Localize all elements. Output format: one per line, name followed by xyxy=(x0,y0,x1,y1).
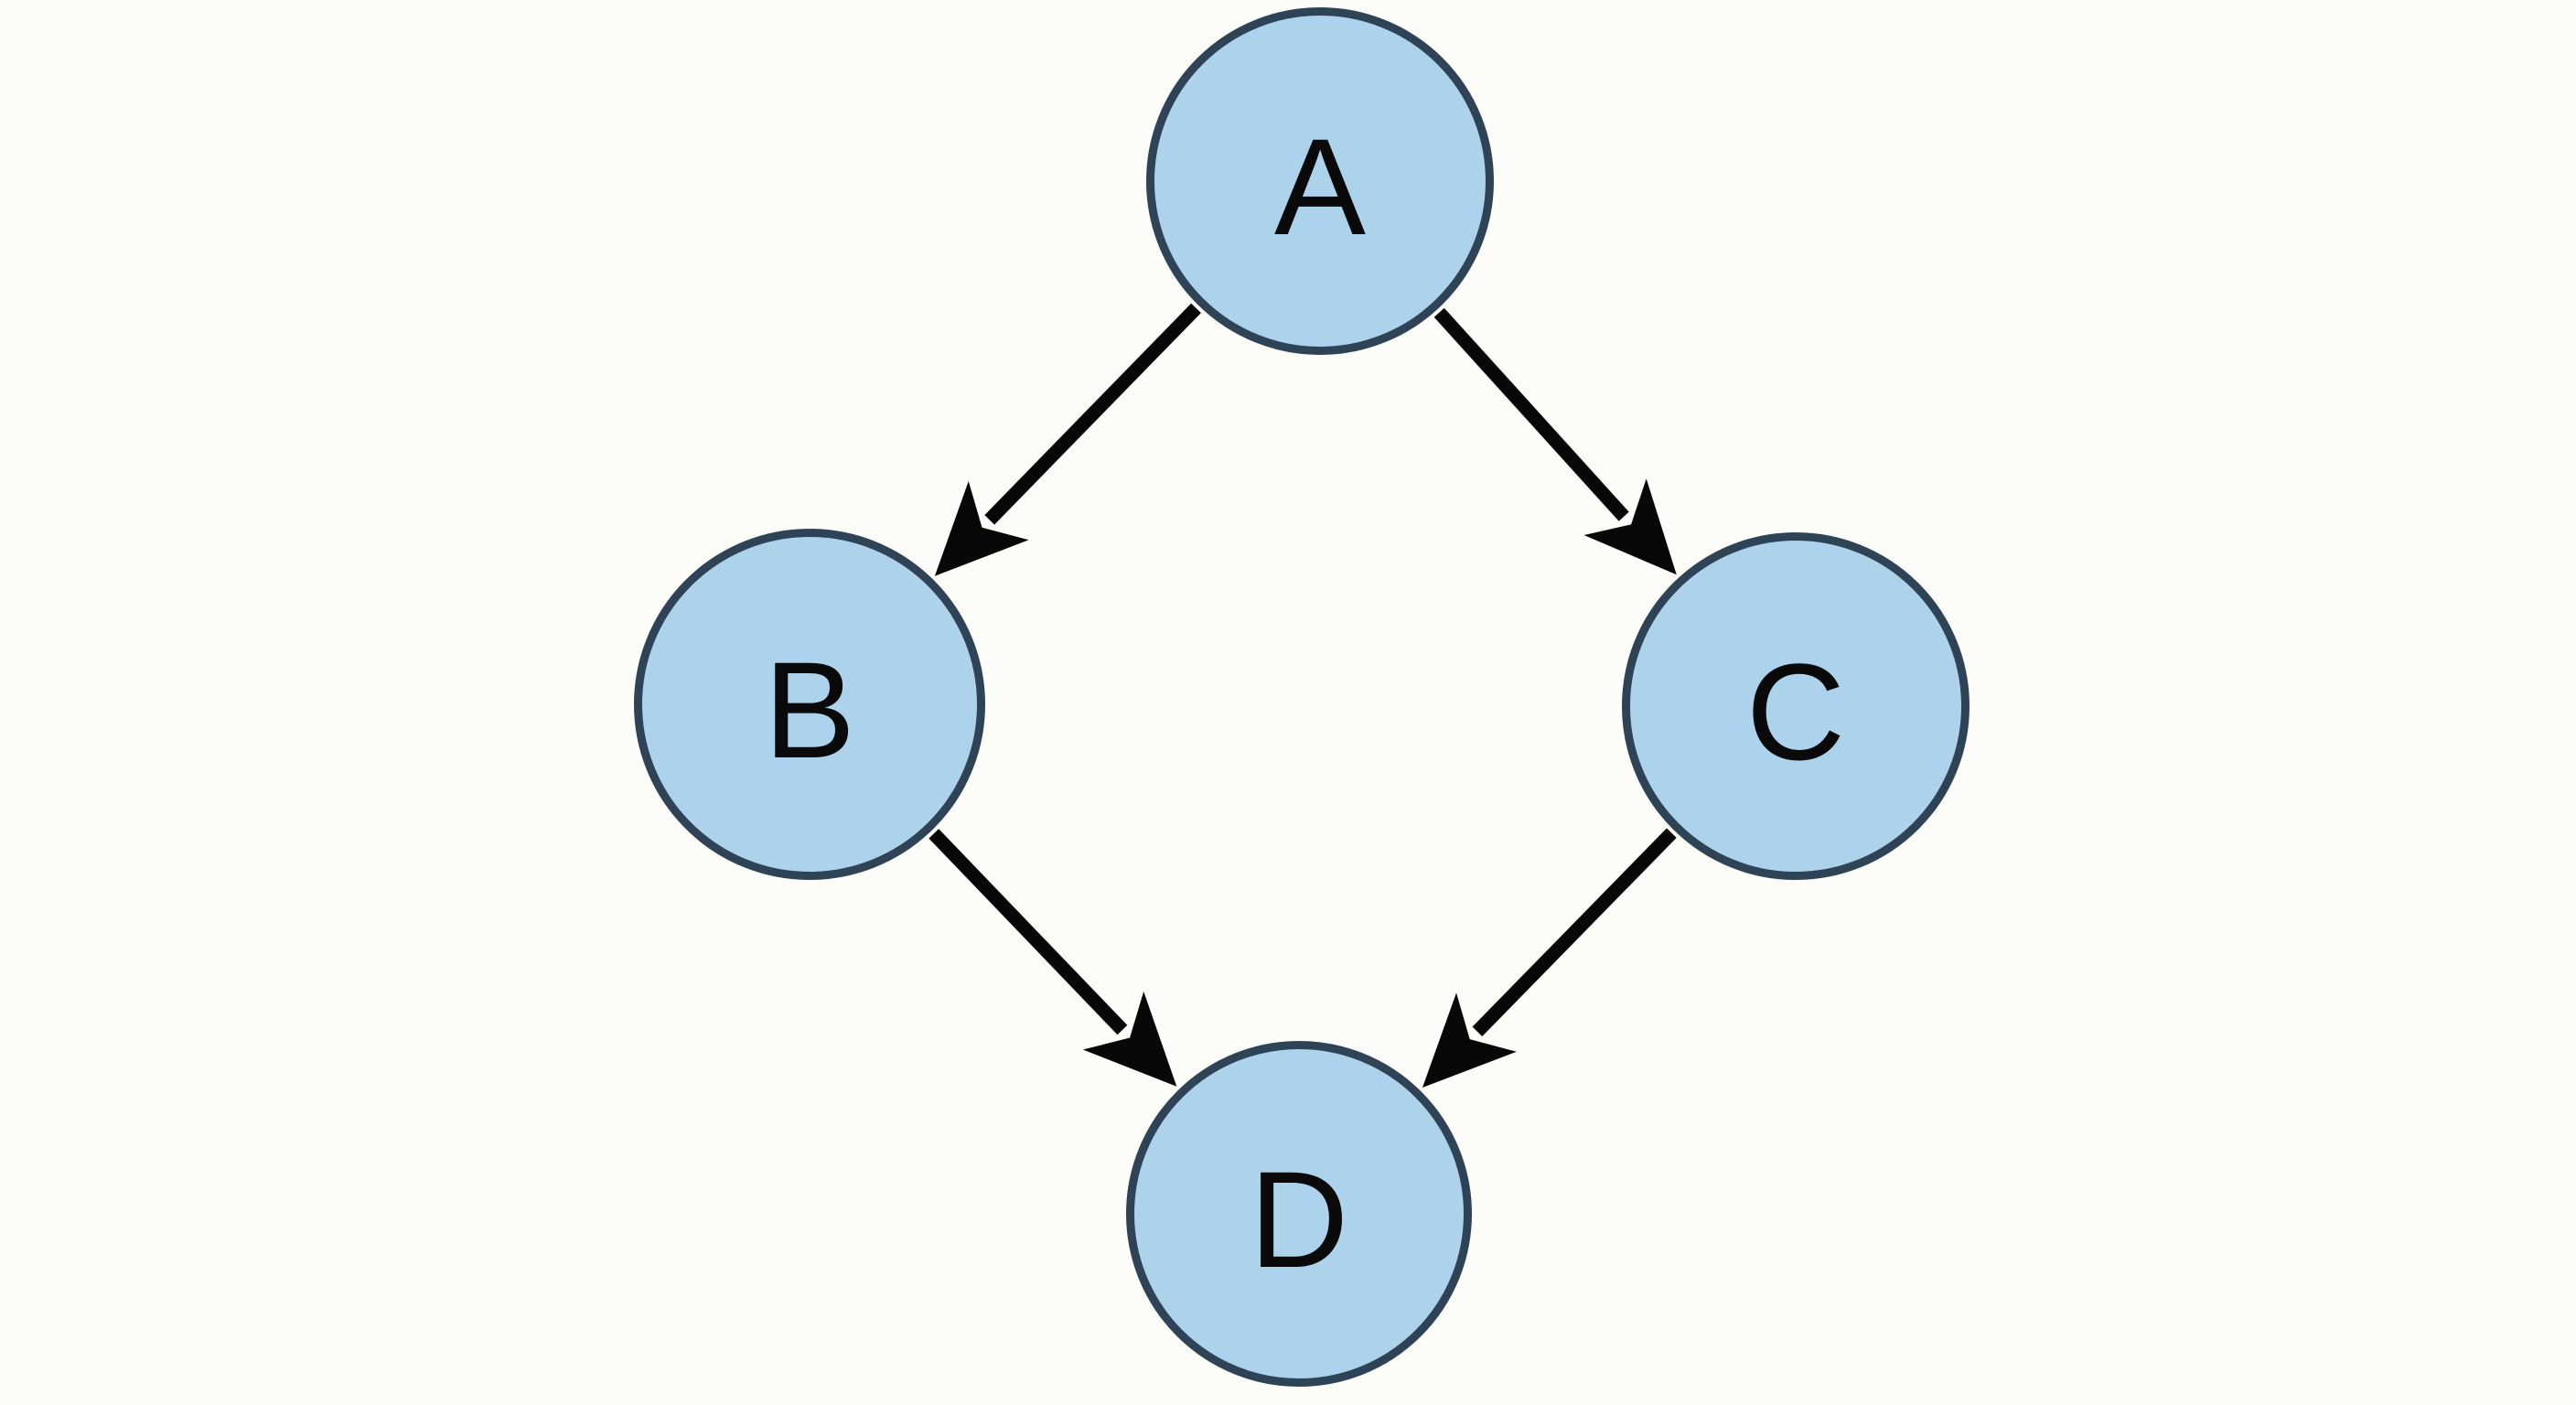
node-b[interactable]: B xyxy=(634,529,985,880)
edge-shaft xyxy=(928,829,1128,1035)
node-label: D xyxy=(1250,1142,1348,1296)
node-circle[interactable] xyxy=(1126,1041,1472,1387)
node-layer: A B C D xyxy=(634,7,1970,1387)
edge-a-to-b xyxy=(934,303,1201,576)
edge-shaft xyxy=(1472,828,1677,1037)
node-label: C xyxy=(1746,635,1845,788)
node-a[interactable]: A xyxy=(1146,7,1494,355)
node-circle[interactable] xyxy=(1146,7,1494,355)
node-d[interactable]: D xyxy=(1126,1041,1472,1387)
edge-b-to-d xyxy=(928,829,1177,1087)
arrowhead-icon xyxy=(1583,478,1677,575)
arrowhead-icon xyxy=(934,481,1029,576)
node-circle[interactable] xyxy=(634,529,985,880)
node-label: A xyxy=(1274,110,1366,263)
node-circle[interactable] xyxy=(1622,532,1970,880)
edge-c-to-d xyxy=(1422,828,1677,1089)
edge-layer xyxy=(928,303,1677,1089)
arrowhead-icon xyxy=(1422,992,1517,1089)
node-c[interactable]: C xyxy=(1622,532,1970,880)
edge-shaft xyxy=(1433,307,1629,521)
arrowhead-icon xyxy=(1082,991,1177,1087)
edge-a-to-c xyxy=(1433,307,1677,575)
edge-shaft xyxy=(984,303,1201,525)
node-label: B xyxy=(764,633,855,787)
